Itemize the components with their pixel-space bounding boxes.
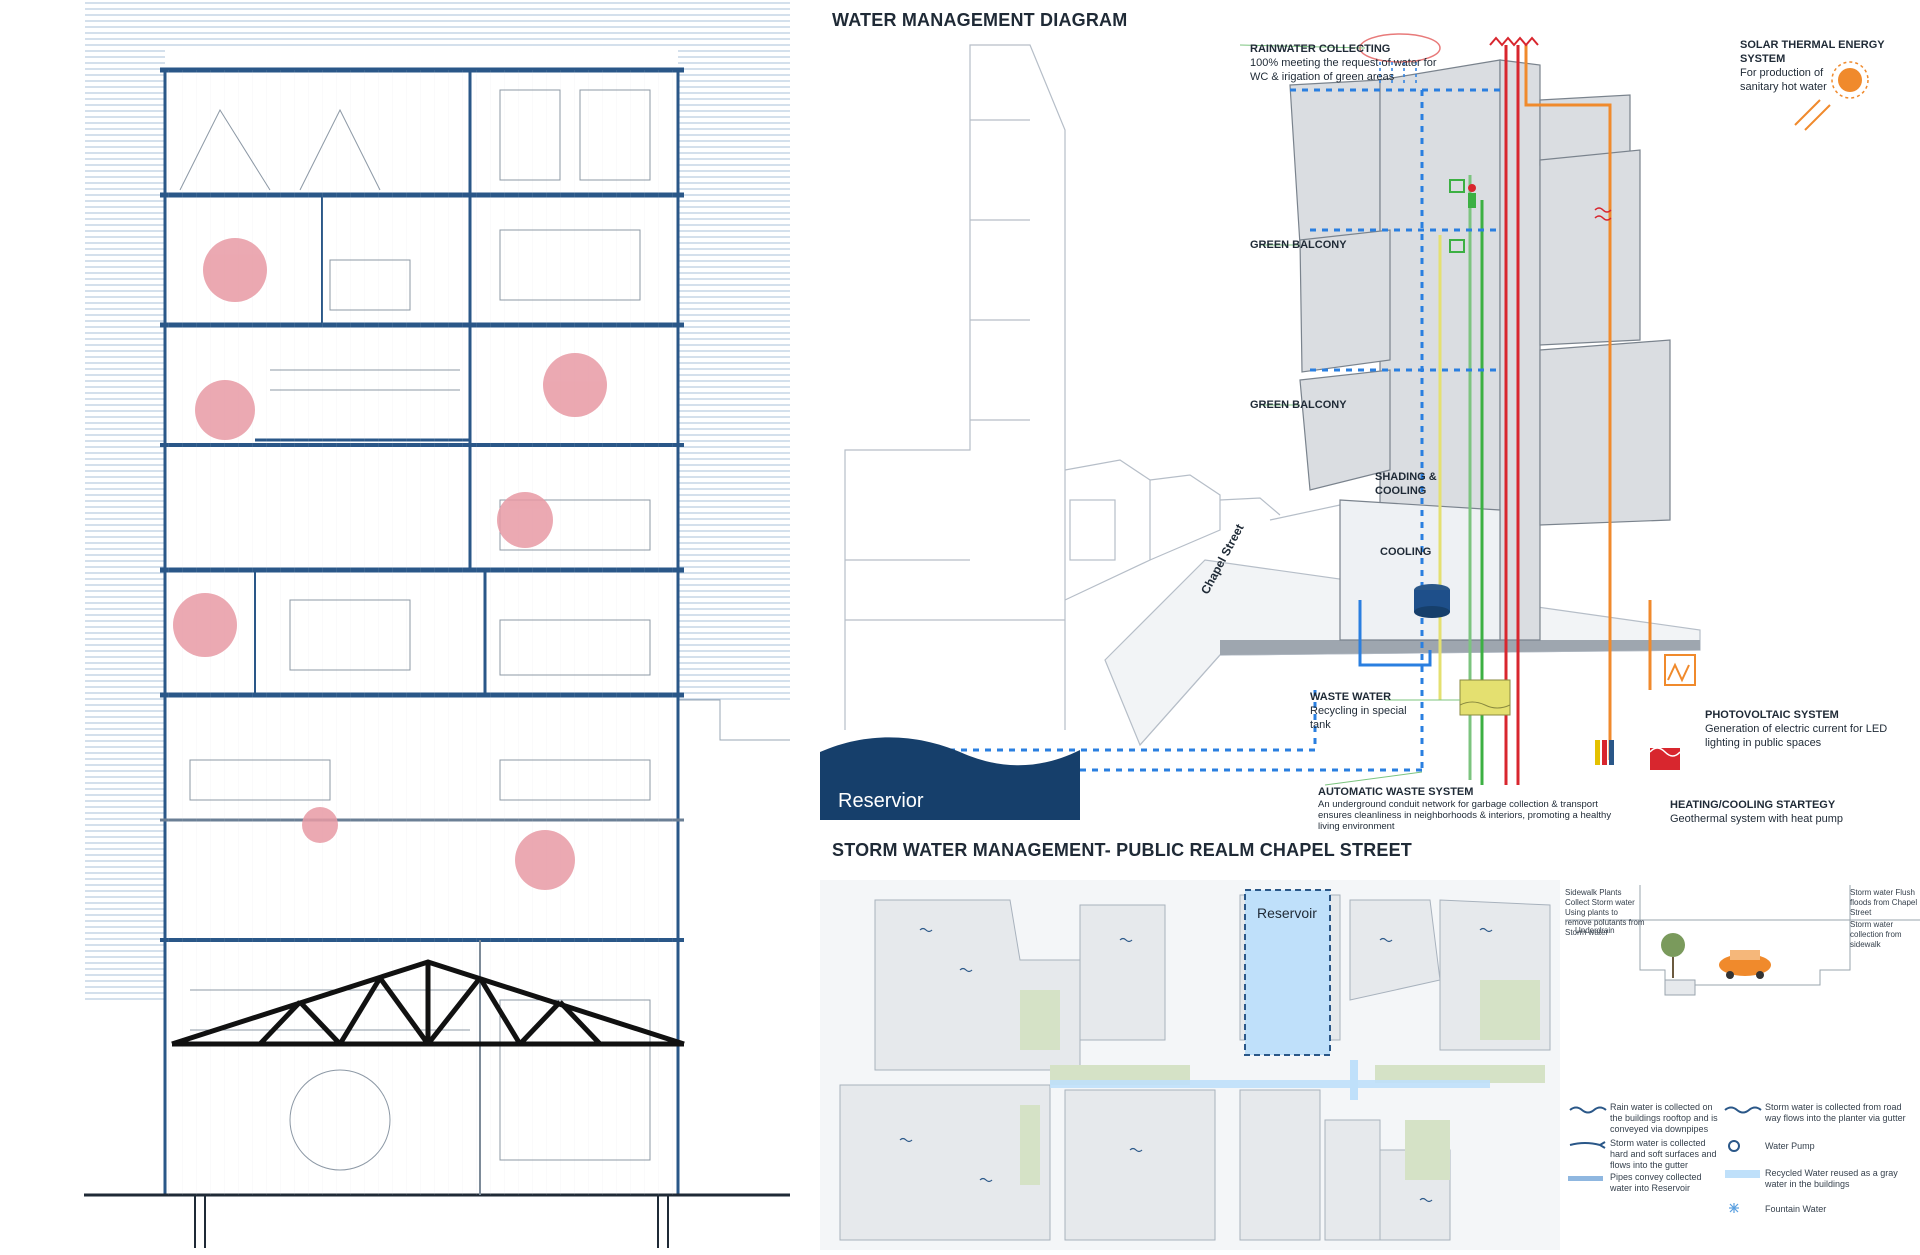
hatch-right-neighbour <box>678 0 790 700</box>
tree <box>497 492 553 548</box>
wc-icon <box>1449 179 1465 193</box>
street-section <box>1565 885 1920 996</box>
sun-icon <box>1794 61 1869 131</box>
storm-diagram-title: STORM WATER MANAGEMENT- PUBLIC REALM CHA… <box>832 840 1413 860</box>
tree <box>173 593 237 657</box>
legend-icon-wave <box>1569 1106 1607 1114</box>
building-footprint <box>1079 904 1166 1041</box>
legend-icon-fountain <box>1729 1203 1739 1213</box>
legend-item: Recycled Water reused as a gray water in… <box>1765 1168 1898 1189</box>
waste-water-tank-icon <box>1459 679 1511 716</box>
storm-water-panel: STORM WATER MANAGEMENT- PUBLIC REALM CHA… <box>820 820 1920 1250</box>
cooling-tank-icon <box>1414 584 1450 618</box>
building-block <box>1539 149 1641 346</box>
tree <box>302 807 338 843</box>
building-section-drawing <box>84 0 790 1248</box>
reservoir-box <box>1244 889 1331 1056</box>
label-shading: SHADING & COOLING <box>1375 471 1437 497</box>
heat-pump-icon <box>1649 747 1681 770</box>
tree <box>203 238 267 302</box>
legend-icon-recycle <box>1725 1170 1760 1178</box>
building-block <box>1539 339 1671 526</box>
legend-item: Water Pump <box>1765 1141 1815 1151</box>
legend-item: Pipes convey collected water into Reserv… <box>1610 1172 1702 1193</box>
legend-icon-pump <box>1728 1140 1740 1152</box>
label-heating: HEATING/COOLING STARTEGY Geothermal syst… <box>1670 799 1844 825</box>
building-footprint <box>1064 1089 1216 1241</box>
hatch-left-neighbour <box>85 0 165 1000</box>
section-label-underdrain: Underdrain <box>1575 926 1615 935</box>
hatch-top-strip <box>165 0 678 50</box>
section-label-flush: Storm water Flush floods from Chapel Str… <box>1850 888 1918 917</box>
building-footprint <box>839 1084 1051 1241</box>
storm-reservoir-label: Reservoir <box>1257 905 1317 921</box>
label-photovoltaic: PHOTOVOLTAIC SYSTEM Generation of electr… <box>1705 709 1888 749</box>
label-reservoir: Reservior <box>838 790 924 812</box>
label-waste-water: WASTE WATER Recycling in special tank <box>1310 691 1407 731</box>
water-diagram-drawing <box>820 33 1869 820</box>
label-green-balcony-1: GREEN BALCONY <box>1250 239 1347 251</box>
roof-truss <box>171 959 685 1047</box>
legend-item: Rain water is collected on the buildings… <box>1610 1102 1718 1134</box>
glass-podium <box>1339 499 1501 641</box>
label-cooling: COOLING <box>1380 546 1432 558</box>
reservoir-shape <box>820 737 1080 820</box>
section-label-sidewalk: Sidewalk Plants Collect Storm water Usin… <box>1565 888 1645 937</box>
solar-collector-icon <box>1489 36 1539 47</box>
storm-plan-drawing <box>820 880 1920 1250</box>
tree <box>195 380 255 440</box>
building-footprint <box>1239 1089 1321 1241</box>
legend-icon-wave-arrow <box>1724 1106 1762 1114</box>
wc-icon <box>1449 239 1465 253</box>
legend-icon-pipe <box>1568 1176 1603 1181</box>
label-green-balcony-2: GREEN BALCONY <box>1250 399 1347 411</box>
section-label-collection: Storm water collection from sidewalk <box>1850 920 1902 949</box>
label-rainwater: RAINWATER COLLECTING 100% meeting the re… <box>1250 43 1437 83</box>
legend-item: Storm water is collected from road way f… <box>1765 1102 1906 1123</box>
building-block <box>1299 229 1391 373</box>
building-footprint <box>1324 1119 1381 1241</box>
label-auto-waste: AUTOMATIC WASTE SYSTEM An underground co… <box>1318 786 1612 832</box>
tree <box>543 353 607 417</box>
legend-icon-arrow <box>1569 1141 1606 1149</box>
water-management-panel: WATER MANAGEMENT DIAGRAM <box>820 0 1920 832</box>
photovoltaic-icon <box>1664 654 1696 686</box>
legend-item: Storm water is collected hard and soft s… <box>1610 1138 1717 1170</box>
building-block <box>1299 369 1391 491</box>
building-block-top <box>1289 79 1381 246</box>
building-section-panel <box>0 0 790 1250</box>
label-solar: SOLAR THERMAL ENERGY SYSTEM For producti… <box>1740 39 1885 93</box>
person-icon <box>1468 184 1476 208</box>
orange-pipe <box>1524 45 1612 760</box>
car-icon <box>1719 950 1771 979</box>
tree <box>515 830 575 890</box>
legend-item: Fountain Water <box>1765 1204 1827 1214</box>
water-diagram-title: WATER MANAGEMENT DIAGRAM <box>832 10 1128 30</box>
